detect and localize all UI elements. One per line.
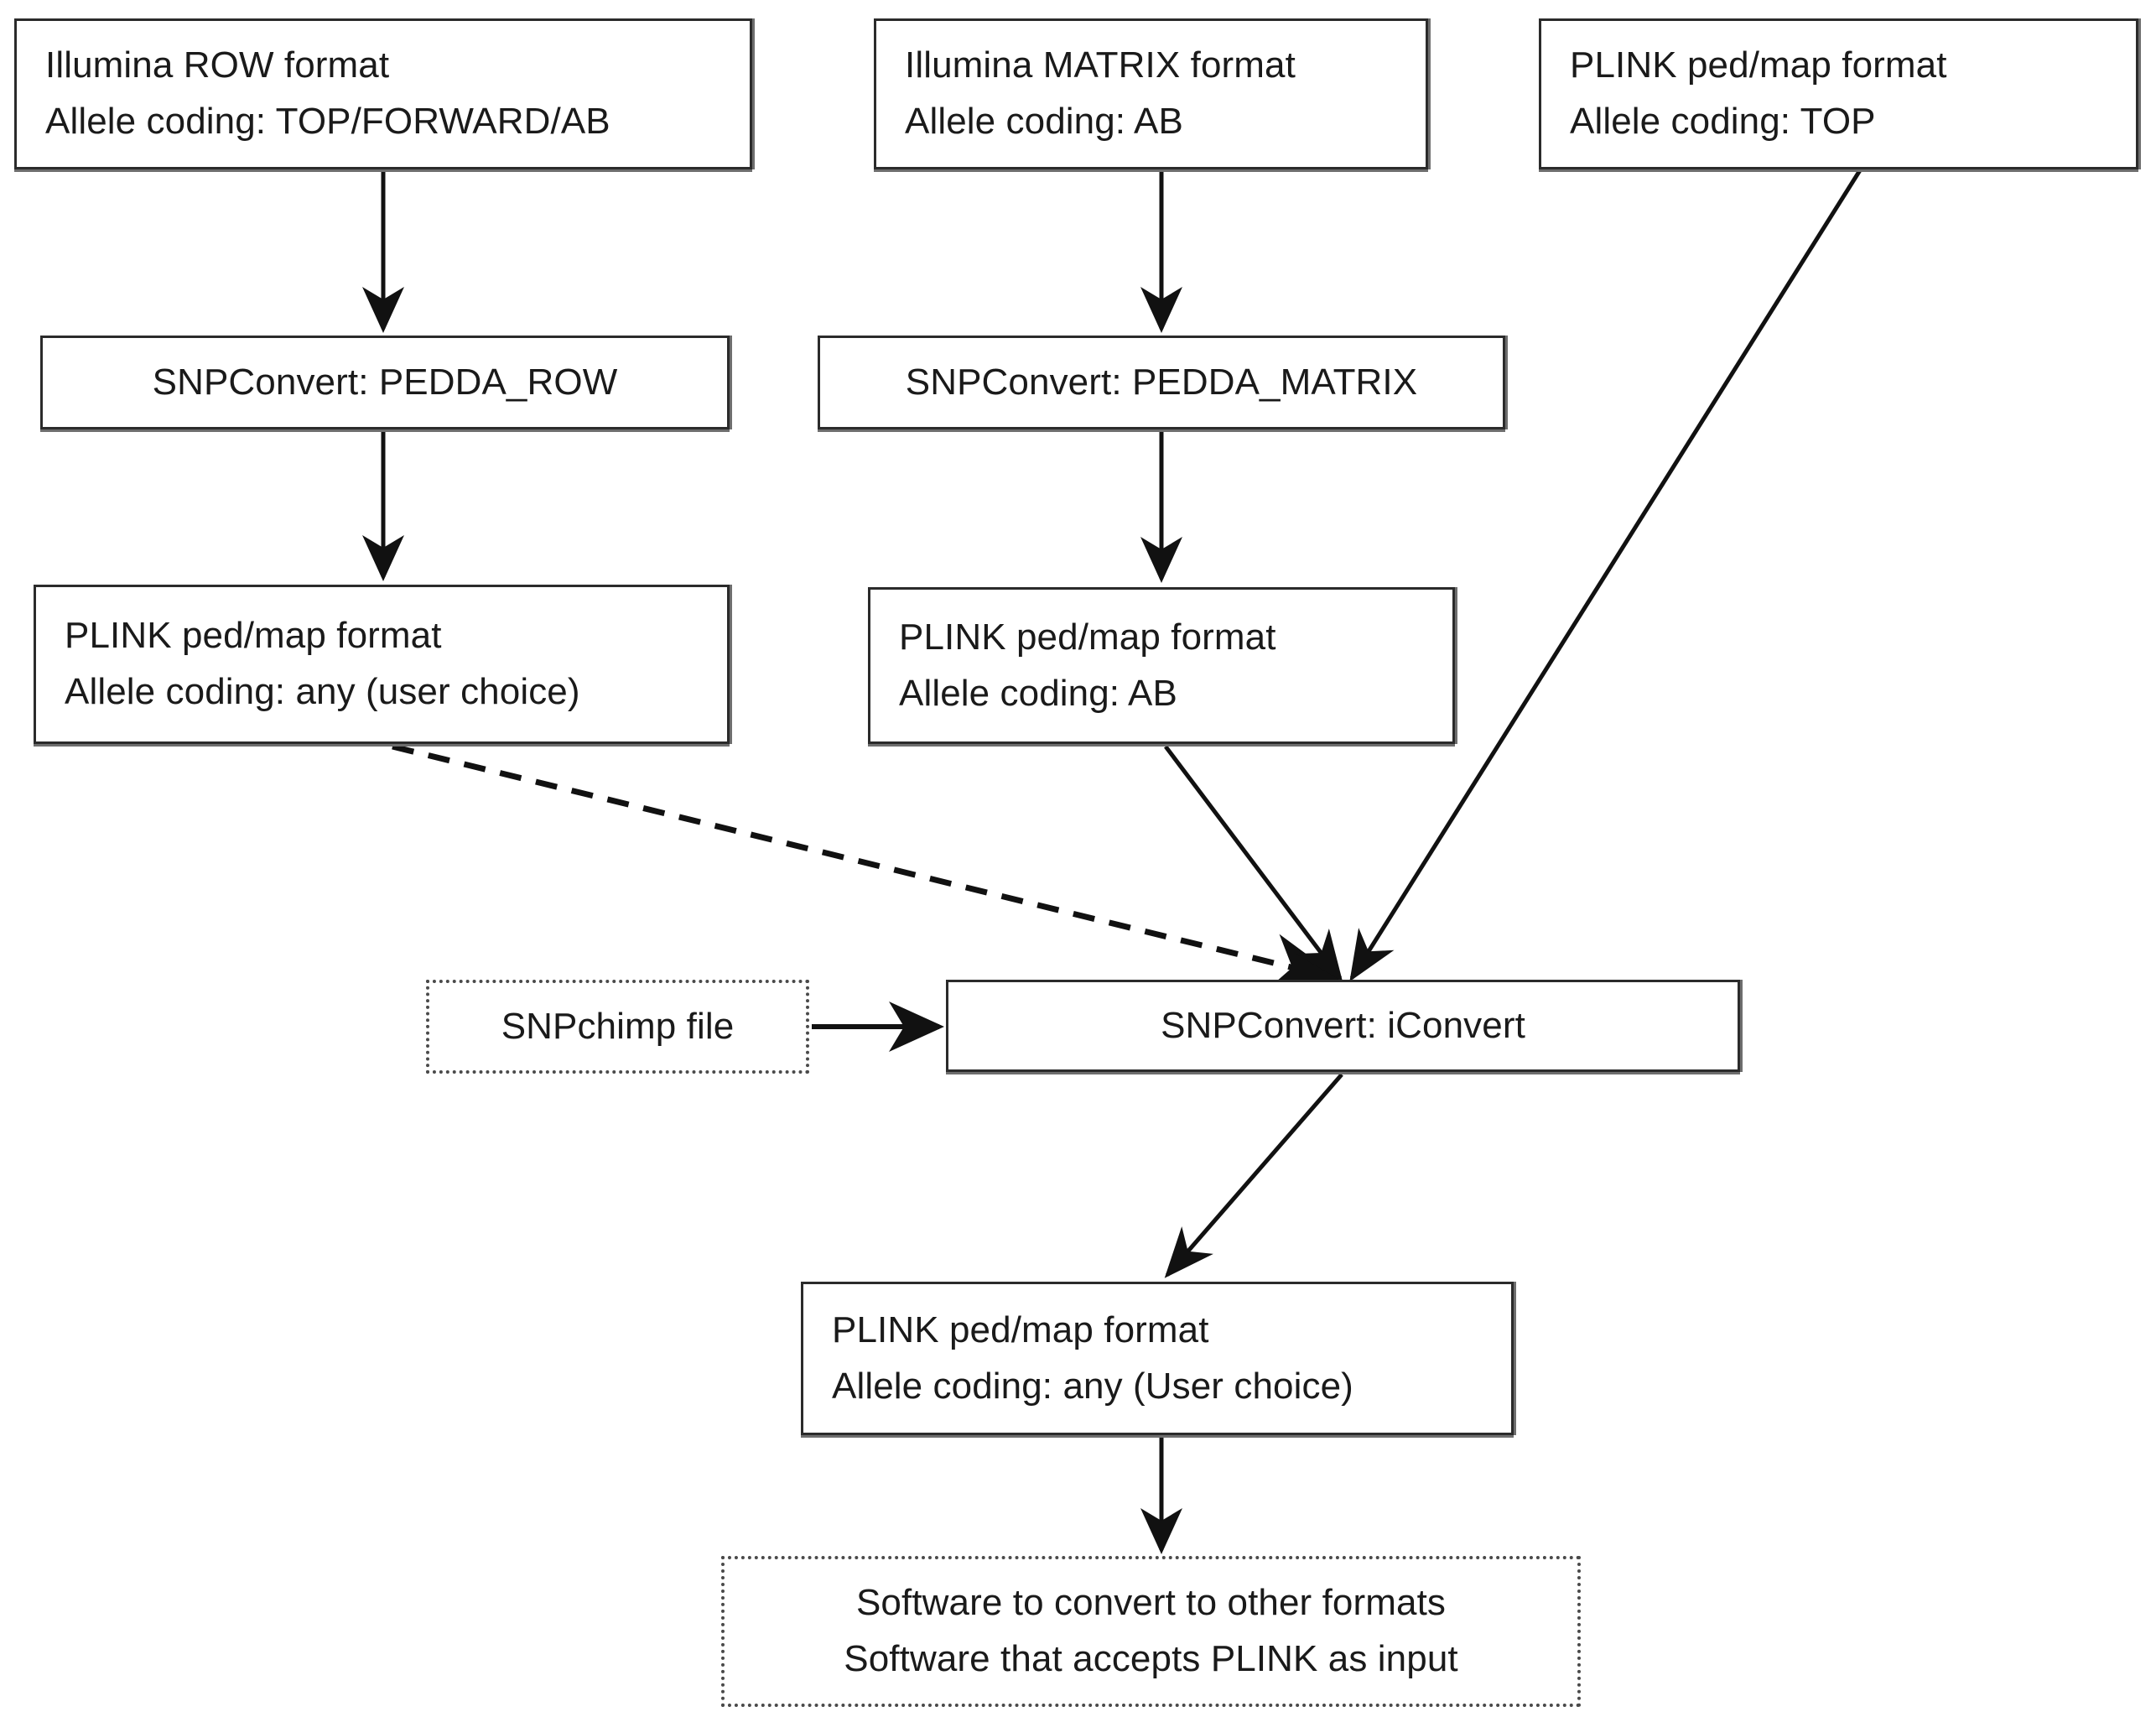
plink-ped-map-any-User-choice-box[interactable]: PLINK ped/map format Allele coding: any … xyxy=(801,1282,1514,1435)
plink-any-User-line-1: PLINK ped/map format xyxy=(832,1309,1209,1350)
plink-top-line-2: Allele coding: TOP xyxy=(1570,101,1876,142)
plink-ab-line-1: PLINK ped/map format xyxy=(899,616,1276,658)
snpchimp-file-box[interactable]: SNPchimp file xyxy=(426,980,809,1074)
plink-any-User-line-2: Allele coding: any (User choice) xyxy=(832,1365,1353,1407)
plink-ped-map-top-box[interactable]: PLINK ped/map format Allele coding: TOP xyxy=(1539,18,2138,169)
illumina-row-format-line-2: Allele coding: TOP/FORWARD/AB xyxy=(45,101,610,142)
plink-top-line-1: PLINK ped/map format xyxy=(1570,44,1947,86)
plink-ped-map-any-user-choice-box[interactable]: PLINK ped/map format Allele coding: any … xyxy=(34,585,730,744)
downstream-software-line-2: Software that accepts PLINK as input xyxy=(844,1638,1458,1679)
downstream-software-line-1: Software to convert to other formats xyxy=(855,1582,1447,1624)
plink-any-user-line-2: Allele coding: any (user choice) xyxy=(65,671,580,712)
plink-ab-line-2: Allele coding: AB xyxy=(899,672,1177,714)
illumina-row-format-box[interactable]: Illumina ROW format Allele coding: TOP/F… xyxy=(14,18,752,169)
edge-plink-ab-to-iconvert xyxy=(1164,745,1343,981)
snpconvert-iconvert-label: SNPConvert: iConvert xyxy=(1161,1004,1525,1046)
edge-plink-any-user-to-iconvert xyxy=(392,743,1341,991)
plink-any-user-line-1: PLINK ped/map format xyxy=(65,615,442,657)
snpconvert-iconvert-box[interactable]: SNPConvert: iConvert xyxy=(946,980,1740,1072)
plink-ped-map-ab-box[interactable]: PLINK ped/map format Allele coding: AB xyxy=(868,587,1455,744)
snpconvert-pedda-matrix-box[interactable]: SNPConvert: PEDDA_MATRIX xyxy=(818,336,1505,429)
snpconvert-pedda-row-box[interactable]: SNPConvert: PEDDA_ROW xyxy=(40,336,730,429)
illumina-row-format-line-1: Illumina ROW format xyxy=(45,44,390,86)
edge-plink-top-to-iconvert xyxy=(1349,169,1862,982)
edge-iconvert-to-plink-any-User xyxy=(1164,1073,1343,1278)
snpconvert-pedda-matrix-label: SNPConvert: PEDDA_MATRIX xyxy=(905,361,1418,403)
snpconvert-pedda-row-label: SNPConvert: PEDDA_ROW xyxy=(152,361,618,403)
illumina-matrix-format-line-2: Allele coding: AB xyxy=(905,101,1183,142)
illumina-matrix-format-line-1: Illumina MATRIX format xyxy=(905,44,1296,86)
downstream-software-box[interactable]: Software to convert to other formats Sof… xyxy=(721,1556,1581,1707)
snpchimp-file-label: SNPchimp file xyxy=(501,1005,735,1047)
illumina-matrix-format-box[interactable]: Illumina MATRIX format Allele coding: AB xyxy=(874,18,1428,169)
